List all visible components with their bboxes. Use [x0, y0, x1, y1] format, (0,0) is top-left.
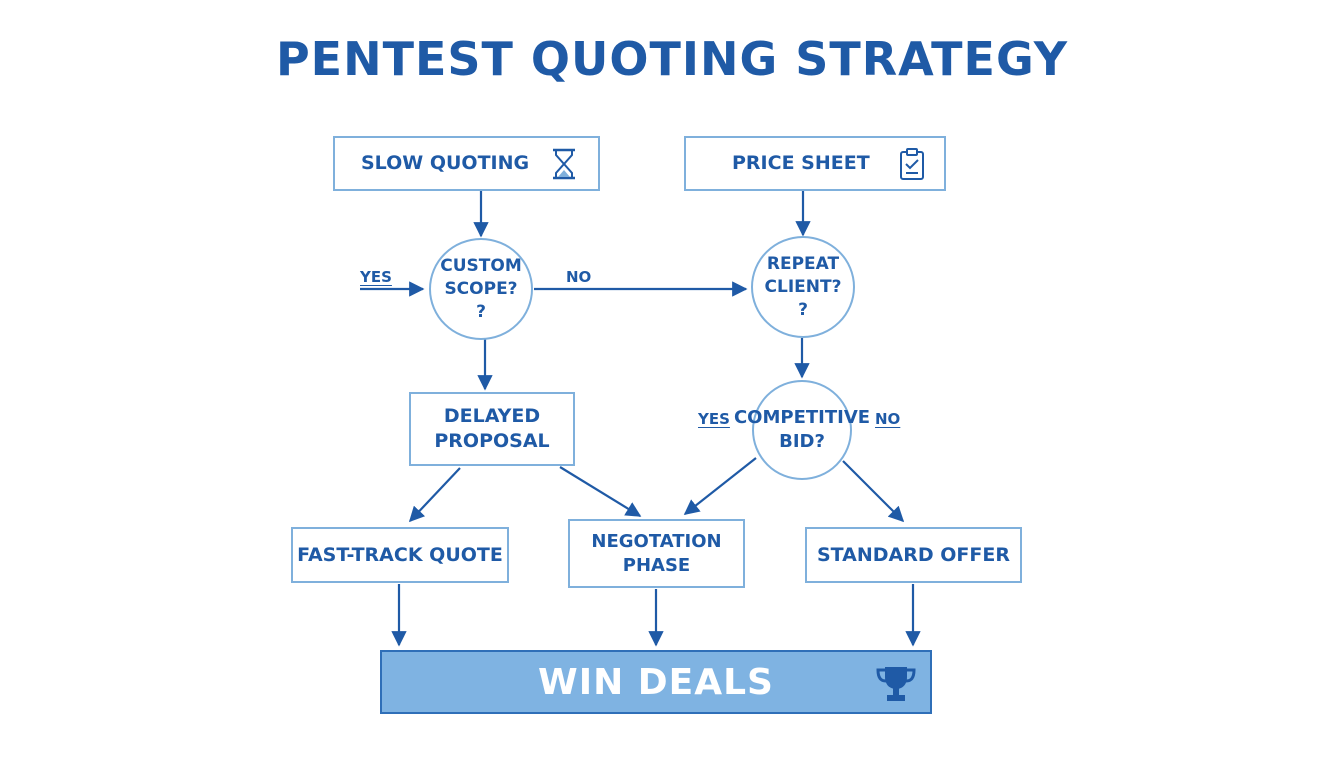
node-slow-quoting-label: SLOW QUOTING	[361, 152, 530, 174]
node-price-sheet-label: PRICE SHEET	[732, 152, 870, 174]
decision-repeat-client: REPEAT CLIENT? ?	[751, 236, 855, 338]
node-slow-quoting: SLOW QUOTING	[333, 136, 600, 191]
node-negotiation-phase: NEGOTATION PHASE	[568, 519, 745, 588]
diagram-title: PENTEST QUOTING STRATEGY	[275, 32, 1069, 86]
edge-delayed-to-negotiation	[559, 466, 642, 517]
node-standard-offer: STANDARD OFFER	[805, 527, 1022, 583]
node-price-sheet: PRICE SHEET	[684, 136, 946, 191]
node-win-deals: WIN DEALS	[380, 650, 932, 714]
edge-competitive-to-negotiation	[683, 457, 757, 515]
label-competitive-no: NO	[875, 410, 901, 428]
decision-competitive-bid: COMPETITIVE BID?	[734, 380, 870, 480]
edge-delayed-to-fasttrack	[408, 467, 461, 523]
label-custom-no: NO	[566, 268, 592, 286]
label-custom-yes: YES	[360, 268, 392, 286]
label-competitive-yes: YES	[698, 410, 730, 428]
hourglass-icon	[553, 148, 575, 179]
trophy-icon	[876, 667, 916, 701]
node-delayed-proposal: DELAYED PROPOSAL	[409, 392, 575, 466]
win-deals-label: WIN DEALS	[538, 661, 774, 703]
edge-competitive-to-standard	[842, 460, 905, 523]
node-fast-track-quote: FAST-TRACK QUOTE	[291, 527, 509, 583]
decision-custom-scope: CUSTOM SCOPE? ?	[429, 238, 533, 340]
clipboard-check-icon	[900, 147, 924, 180]
